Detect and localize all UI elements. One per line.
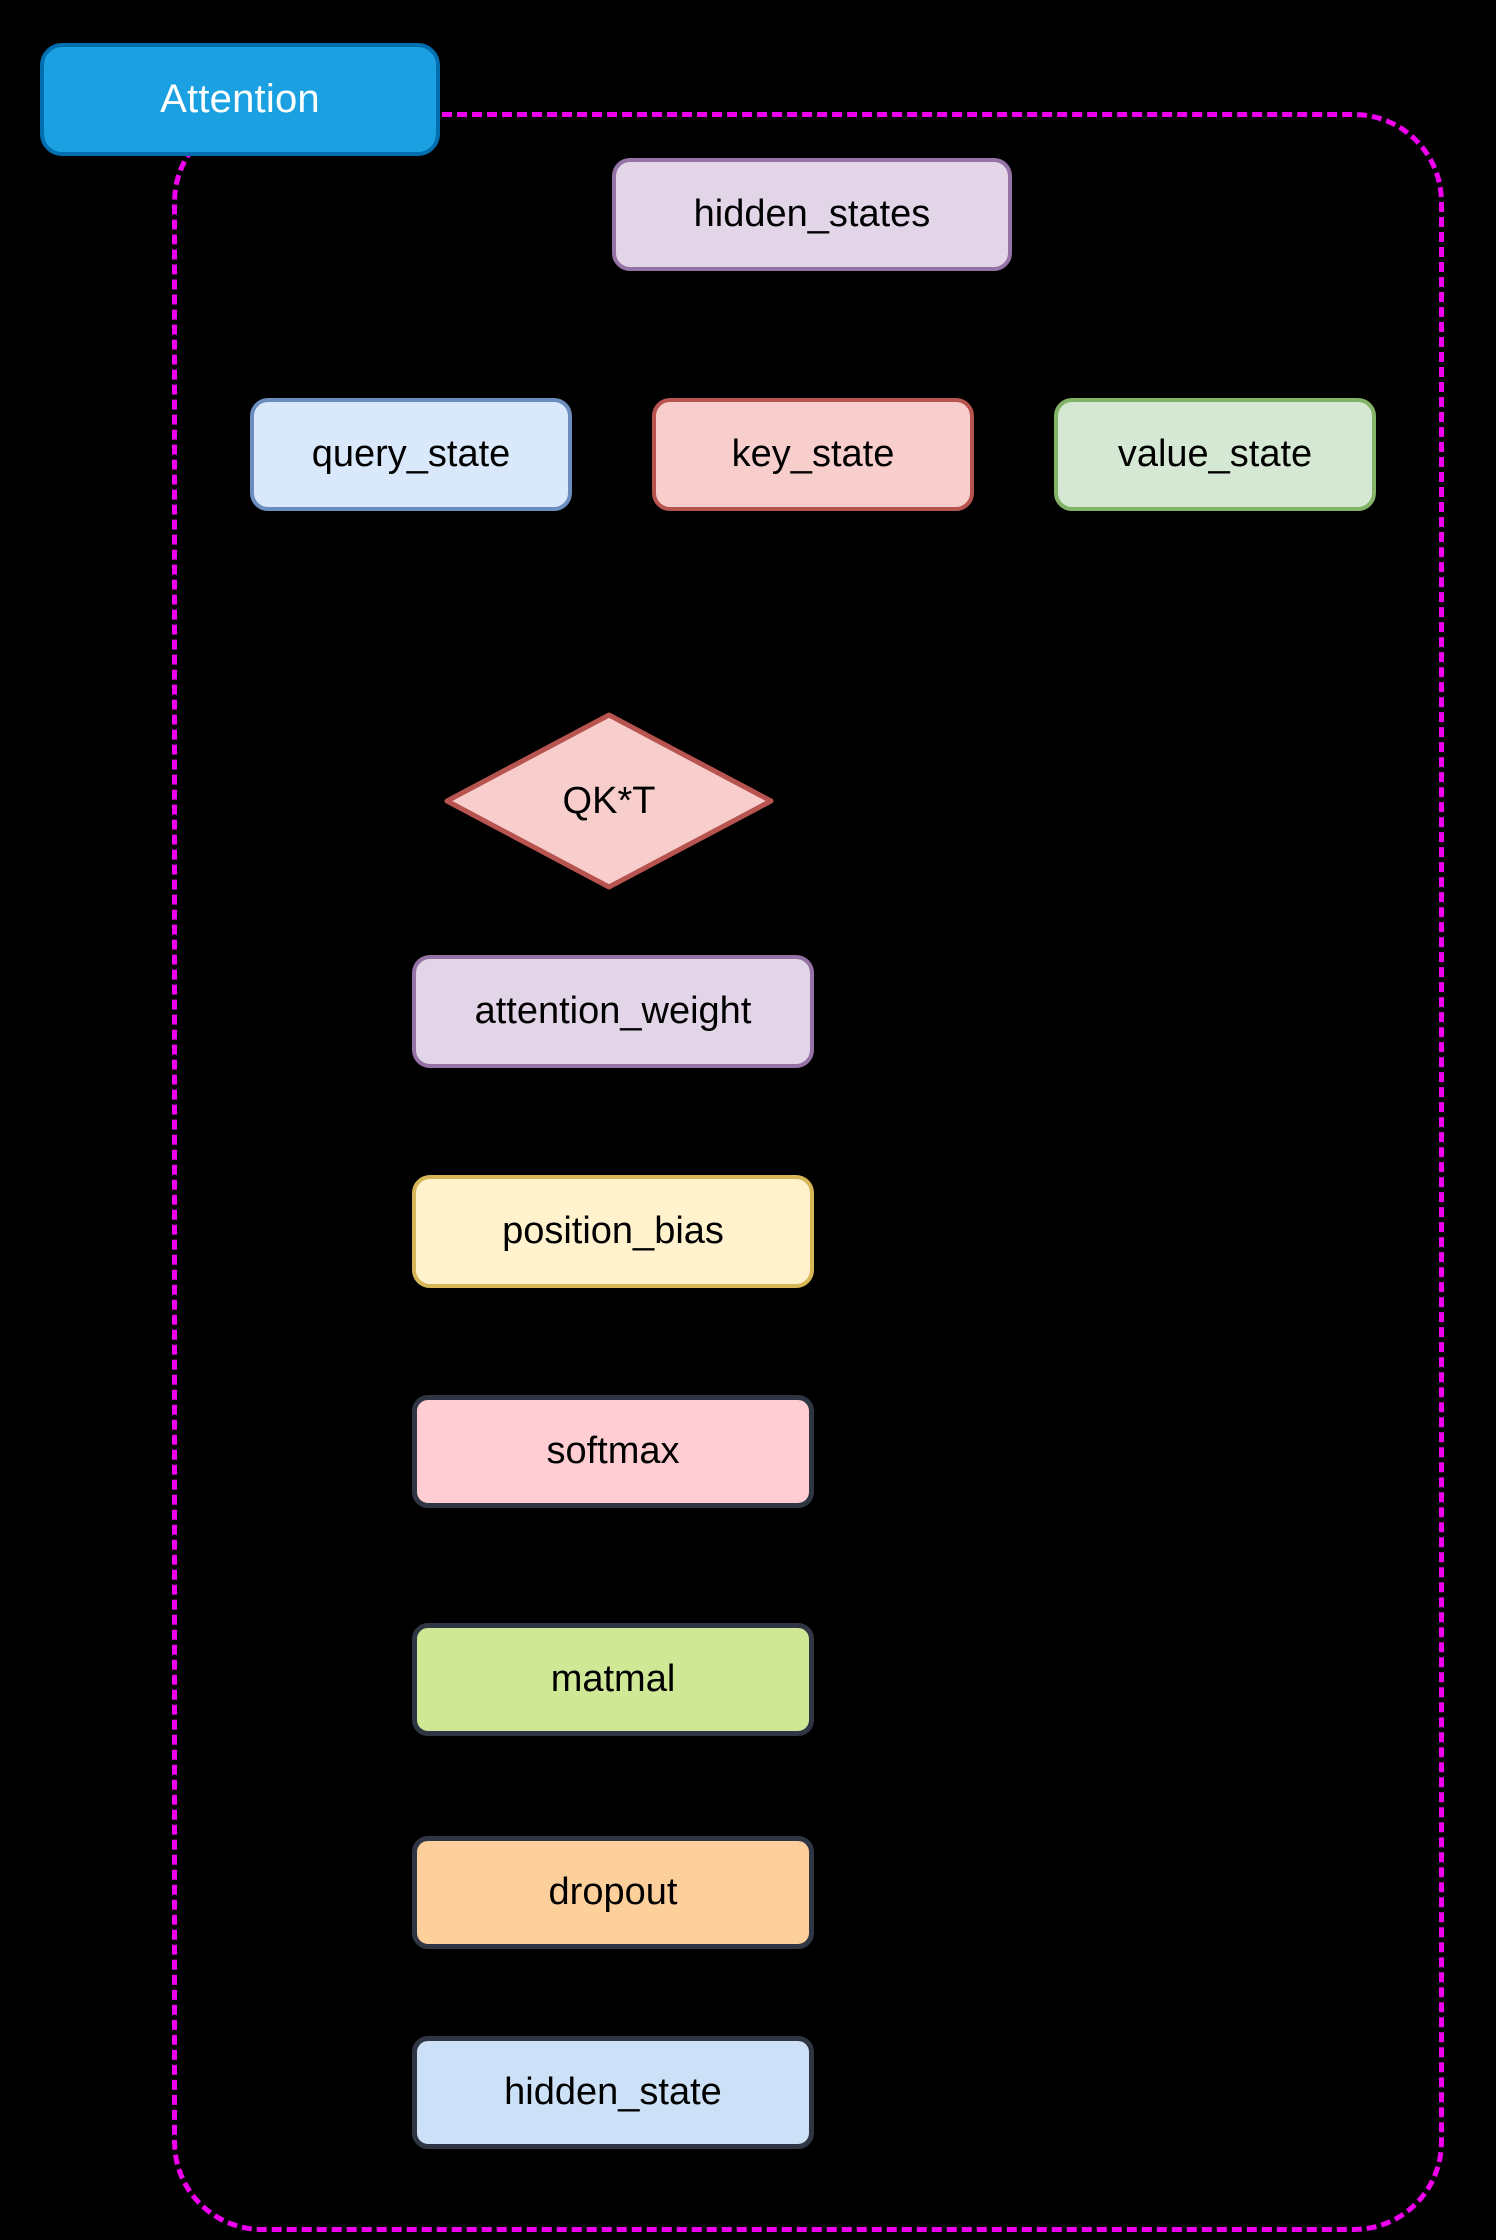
group-title-attention[interactable]: Attention (40, 43, 440, 156)
node-position-bias[interactable]: position_bias (412, 1175, 814, 1288)
diamond-shape-icon (444, 712, 774, 890)
node-hidden-states[interactable]: hidden_states (612, 158, 1012, 271)
node-qk-transpose[interactable]: QK*T (444, 712, 774, 890)
node-hidden-state[interactable]: hidden_state (412, 2036, 814, 2149)
node-dropout[interactable]: dropout (412, 1836, 814, 1949)
node-attention-weight[interactable]: attention_weight (412, 955, 814, 1068)
attention-group-container[interactable] (172, 112, 1444, 2232)
node-matmal[interactable]: matmal (412, 1623, 814, 1736)
node-query-state[interactable]: query_state (250, 398, 572, 511)
node-key-state[interactable]: key_state (652, 398, 974, 511)
node-softmax[interactable]: softmax (412, 1395, 814, 1508)
node-value-state[interactable]: value_state (1054, 398, 1376, 511)
